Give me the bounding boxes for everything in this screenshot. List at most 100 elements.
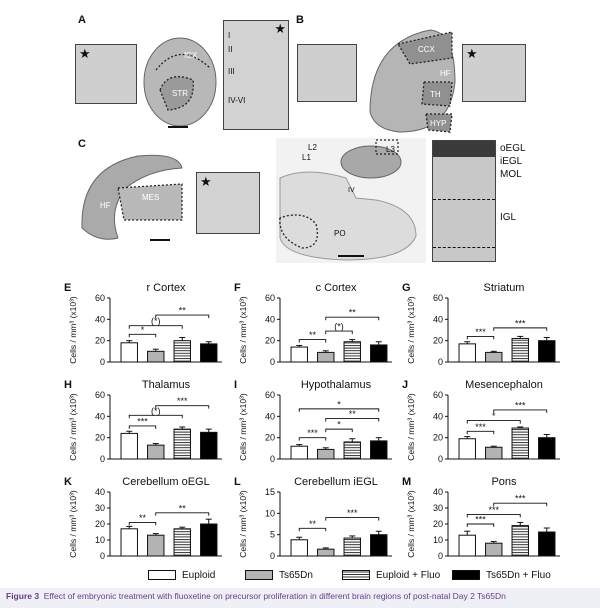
- bar: [370, 534, 388, 557]
- bar: [370, 344, 388, 363]
- y-tick-label: 20: [265, 433, 275, 443]
- chart-panel-letter: J: [402, 379, 408, 391]
- bar: [147, 534, 165, 557]
- significance-label: ***: [307, 428, 318, 438]
- bar: [538, 340, 556, 363]
- significance-label: **: [309, 519, 317, 529]
- significance-bracket: [298, 339, 327, 343]
- significance-label: (*): [151, 316, 161, 326]
- chart-panel-letter: K: [64, 476, 72, 488]
- legend-label: Ts65Dn + Fluo: [486, 569, 551, 581]
- significance-bracket: [298, 527, 327, 532]
- chart-panel-letter: E: [64, 282, 71, 294]
- y-tick-label: 60: [265, 293, 275, 303]
- legend-swatch-striped: [342, 570, 370, 580]
- significance-label: ***: [177, 396, 188, 406]
- y-tick-label: 60: [95, 390, 105, 400]
- y-axis-label: Cells / mm³ (x10³): [238, 393, 248, 461]
- y-axis-label: Cells / mm³ (x10³): [68, 490, 78, 558]
- region-label-fcx: fCX: [184, 51, 198, 60]
- significance-label: *: [141, 325, 145, 335]
- legend-item-ts65dn-fluo: Ts65Dn + Fluo: [452, 569, 551, 581]
- significance-bracket: [155, 405, 210, 409]
- significance-bracket: [466, 420, 521, 424]
- significance-bracket: [298, 437, 327, 441]
- bar: [485, 351, 503, 363]
- significance-bracket: [128, 414, 183, 419]
- bar: [458, 343, 476, 363]
- y-tick-label: 40: [433, 411, 443, 421]
- chart-title: r Cortex: [146, 282, 186, 294]
- significance-bracket: [155, 512, 210, 516]
- y-tick-label: 0: [100, 357, 105, 367]
- y-tick-label: 40: [95, 314, 105, 324]
- y-tick-label: 0: [270, 551, 275, 561]
- y-tick-label: 40: [433, 314, 443, 324]
- brain-section-a: fCX STR: [143, 37, 217, 128]
- bar: [317, 548, 335, 557]
- region-label-ccx: CCX: [418, 45, 436, 54]
- bar: [485, 446, 503, 460]
- legend-swatch-gray: [245, 570, 273, 580]
- bar: [317, 448, 335, 460]
- y-tick-label: 20: [95, 433, 105, 443]
- bar: [511, 338, 529, 363]
- y-tick-label: 0: [438, 357, 443, 367]
- y-tick-label: 60: [433, 390, 443, 400]
- bar: [343, 441, 361, 460]
- chart-title: Cerebellum iEGL: [294, 476, 378, 488]
- micrograph-inset-a-left: ★: [75, 44, 137, 104]
- legend-label: Euploid + Fluo: [376, 569, 441, 581]
- y-axis-label: Cells / mm³ (x10³): [406, 393, 416, 461]
- star-icon: ★: [200, 174, 212, 189]
- micrograph-inset-b-left: [297, 44, 357, 102]
- y-tick-label: 20: [265, 336, 275, 346]
- layer-label-i: I: [228, 31, 231, 40]
- significance-label: **: [349, 409, 357, 419]
- significance-bracket: [128, 425, 157, 429]
- region-label-l3: L3: [386, 145, 395, 154]
- y-axis-label: Cells / mm³ (x10³): [238, 490, 248, 558]
- legend: Euploid Ts65Dn Euploid + Fluo Ts65Dn + F…: [0, 565, 600, 585]
- bar: [120, 342, 138, 363]
- y-tick-label: 15: [265, 487, 275, 497]
- y-axis-label: Cells / mm³ (x10³): [406, 490, 416, 558]
- significance-label: *: [492, 411, 496, 421]
- significance-bracket: [155, 314, 210, 319]
- star-icon: ★: [79, 46, 91, 61]
- significance-bracket: [325, 428, 353, 433]
- bar: [290, 539, 308, 557]
- layer-label-iegl: iEGL: [500, 156, 523, 167]
- bar: [343, 537, 361, 557]
- bar: [120, 528, 138, 557]
- bar: [200, 343, 218, 363]
- y-tick-label: 40: [95, 487, 105, 497]
- y-tick-label: 40: [265, 411, 275, 421]
- region-label-po: PO: [334, 229, 346, 238]
- y-axis-label: Cells / mm³ (x10³): [238, 296, 248, 364]
- bar: [120, 432, 138, 460]
- bar: [173, 428, 191, 460]
- y-tick-label: 0: [100, 551, 105, 561]
- y-axis-label: Cells / mm³ (x10³): [68, 393, 78, 461]
- region-label-l2: L2: [308, 143, 317, 152]
- y-tick-label: 0: [270, 454, 275, 464]
- significance-bracket: [325, 517, 380, 521]
- significance-label: ***: [137, 416, 148, 426]
- y-tick-label: 60: [95, 293, 105, 303]
- chart-title: Mesencephalon: [465, 379, 543, 391]
- layer-label-ii: II: [228, 45, 233, 54]
- y-tick-label: 20: [95, 336, 105, 346]
- chart-title: Hypothalamus: [301, 379, 372, 391]
- significance-label: ***: [347, 508, 358, 518]
- panel-letter-b: B: [296, 14, 304, 26]
- y-tick-label: 0: [270, 357, 275, 367]
- legend-swatch-white: [148, 570, 176, 580]
- y-tick-label: 0: [100, 454, 105, 464]
- y-tick-label: 60: [433, 293, 443, 303]
